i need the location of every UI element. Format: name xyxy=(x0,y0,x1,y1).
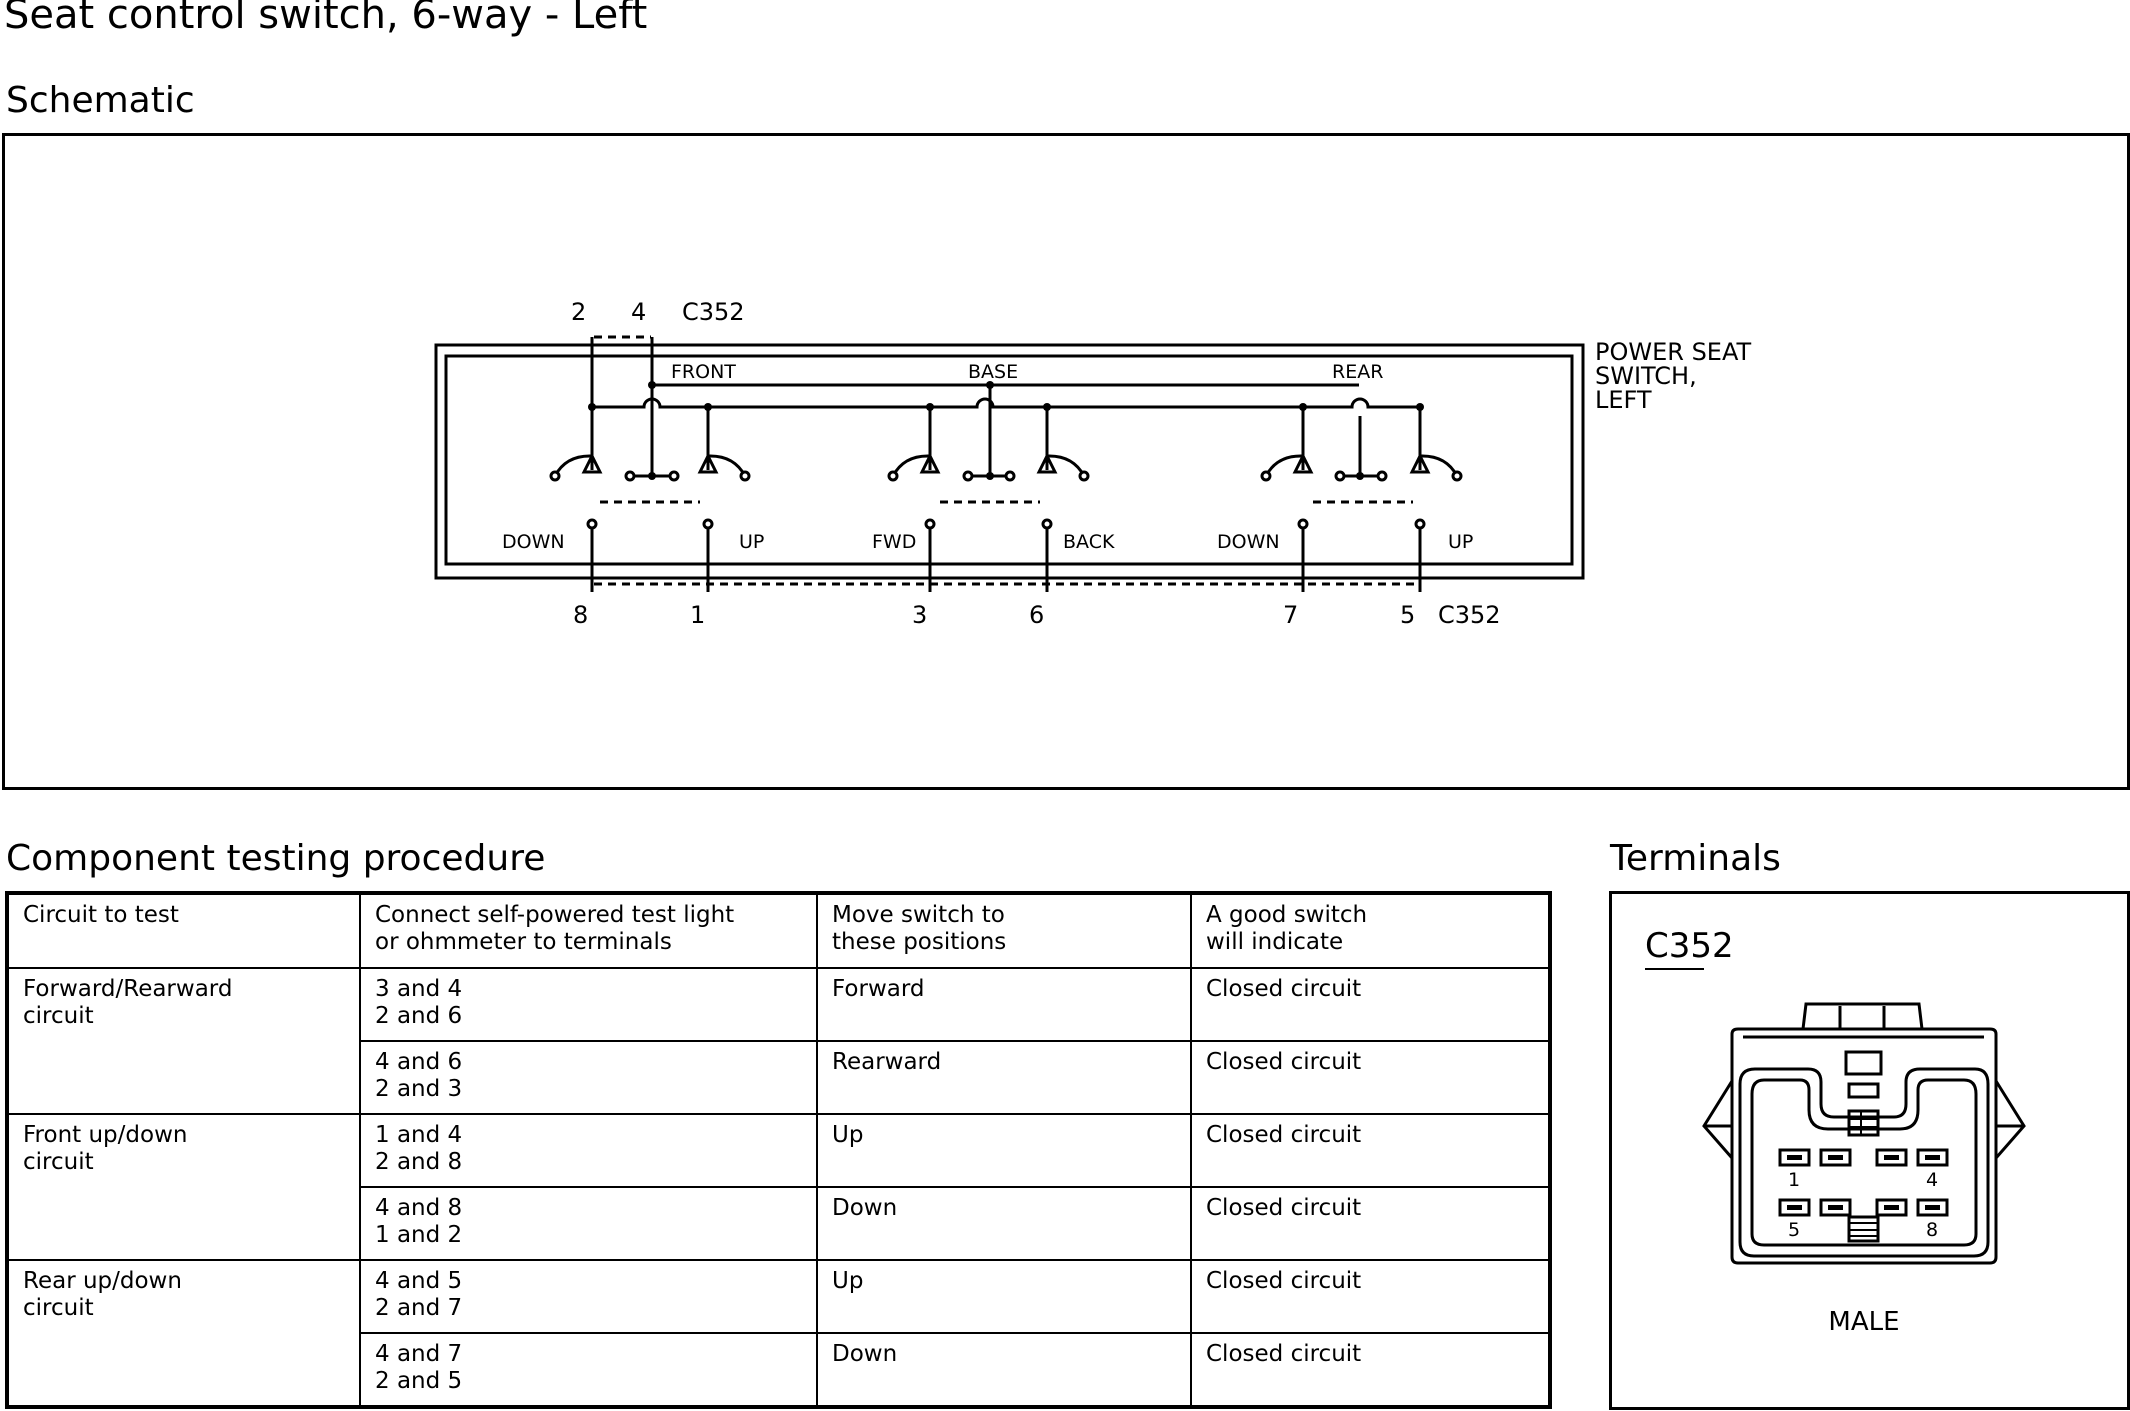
bottom-pin-label: 5 xyxy=(1400,601,1415,629)
position-cell: Down xyxy=(816,1332,1192,1408)
connector-label-top: C352 xyxy=(682,298,745,326)
connector-label-bottom: C352 xyxy=(1438,601,1501,629)
inner-shell xyxy=(1738,1067,1990,1258)
bottom-pin-label: 1 xyxy=(690,601,705,629)
column-header: Move switch to these positions xyxy=(816,892,1192,969)
pin-label: 8 xyxy=(1926,1219,1938,1241)
terminals-frame: C352 xyxy=(1609,891,2130,1410)
position-cell: Up xyxy=(816,1113,1192,1188)
position-cell: Rearward xyxy=(816,1040,1192,1115)
position-label: DOWN xyxy=(502,531,565,553)
testing-table: Circuit to test Connect self-powered tes… xyxy=(5,891,1552,1409)
table-row: Rear up/down circuit 4 and 5 2 and 7 Up … xyxy=(6,1259,1551,1408)
pin-label: 1 xyxy=(1788,1169,1800,1191)
connector-type: MALE xyxy=(1828,1307,1899,1337)
terminals-heading: Terminals xyxy=(1610,838,1781,879)
left-tab xyxy=(1702,1080,1734,1159)
position-label: BACK xyxy=(1063,531,1115,553)
position-label: FWD xyxy=(872,531,916,553)
connector-body xyxy=(1730,1027,1998,1265)
inner-cavity xyxy=(1750,1078,1978,1247)
terminals-cell: 4 and 8 1 and 2 xyxy=(359,1186,818,1261)
schematic-frame xyxy=(2,133,2130,790)
pin2-bus xyxy=(592,397,1420,409)
switch-outer-box xyxy=(434,343,1585,580)
result-cell: Closed circuit xyxy=(1190,1186,1551,1261)
result-cell: Closed circuit xyxy=(1190,1040,1551,1115)
component-label-line: LEFT xyxy=(1595,386,1652,414)
pin-label: 4 xyxy=(1926,1169,1938,1191)
section-label-front: FRONT xyxy=(671,361,736,383)
position-cell: Down xyxy=(816,1186,1192,1261)
terminals-cell: 1 and 4 2 and 8 xyxy=(359,1113,818,1188)
component-label-line: POWER SEAT xyxy=(1595,338,1752,366)
top-pin-label: 2 xyxy=(571,298,586,326)
bottom-pin-label: 8 xyxy=(573,601,588,629)
result-cell: Closed circuit xyxy=(1190,1332,1551,1408)
circuit-cell: Rear up/down circuit xyxy=(6,1259,361,1408)
right-tab xyxy=(1994,1080,2026,1159)
result-cell: Closed circuit xyxy=(1190,1113,1551,1188)
column-header: A good switch will indicate xyxy=(1190,892,1551,969)
page-title: Seat control switch, 6-way - Left xyxy=(4,0,648,38)
terminals-cell: 4 and 6 2 and 3 xyxy=(359,1040,818,1115)
bottom-pin-label: 6 xyxy=(1029,601,1044,629)
top-latch xyxy=(1801,1002,1924,1030)
column-header: Connect self-powered test light or ohmme… xyxy=(359,892,818,969)
table-row: 4 and 8 1 and 2 Down Closed circuit xyxy=(7,1186,1551,1261)
switch-inner-box xyxy=(444,354,1574,566)
component-label-line: SWITCH, xyxy=(1595,362,1697,390)
terminals-cell: 4 and 7 2 and 5 xyxy=(359,1332,818,1408)
column-header: Circuit to test xyxy=(6,892,361,969)
position-cell: Forward xyxy=(816,967,1192,1042)
table-header-row: Circuit to test Connect self-powered tes… xyxy=(6,892,1551,969)
position-label: UP xyxy=(739,531,764,553)
circuit-cell: Front up/down circuit xyxy=(6,1113,361,1261)
table-row: 4 and 7 2 and 5 Down Closed circuit xyxy=(7,1332,1551,1408)
position-label: UP xyxy=(1448,531,1473,553)
top-pin-label: 4 xyxy=(631,298,646,326)
table-row: Forward/Rearward circuit 3 and 4 2 and 6… xyxy=(6,967,1551,1115)
schematic-heading: Schematic xyxy=(6,80,195,121)
pin-label: 5 xyxy=(1788,1219,1800,1241)
connector-diagram: C352 xyxy=(1645,926,2026,1337)
bottom-pin-label: 3 xyxy=(912,601,927,629)
terminals-cell: 4 and 5 2 and 7 xyxy=(359,1259,818,1334)
result-cell: Closed circuit xyxy=(1190,1259,1551,1334)
circuit-cell: Forward/Rearward circuit xyxy=(6,967,361,1115)
terminals-cell: 3 and 4 2 and 6 xyxy=(359,967,818,1042)
connector-name: C352 xyxy=(1645,926,1734,966)
position-label: DOWN xyxy=(1217,531,1280,553)
table-row: 4 and 6 2 and 3 Rearward Closed circuit xyxy=(7,1040,1551,1115)
testing-heading: Component testing procedure xyxy=(6,838,546,879)
section-label-base: BASE xyxy=(968,361,1018,383)
schematic-diagram: 2 4 C352 8 1 3 6 7 5 C352 POWER SEAT SWI… xyxy=(434,298,1752,629)
table-row: Front up/down circuit 1 and 4 2 and 8 Up… xyxy=(6,1113,1551,1261)
result-cell: Closed circuit xyxy=(1190,967,1551,1042)
position-cell: Up xyxy=(816,1259,1192,1334)
bottom-pin-label: 7 xyxy=(1283,601,1298,629)
section-label-rear: REAR xyxy=(1332,361,1383,383)
